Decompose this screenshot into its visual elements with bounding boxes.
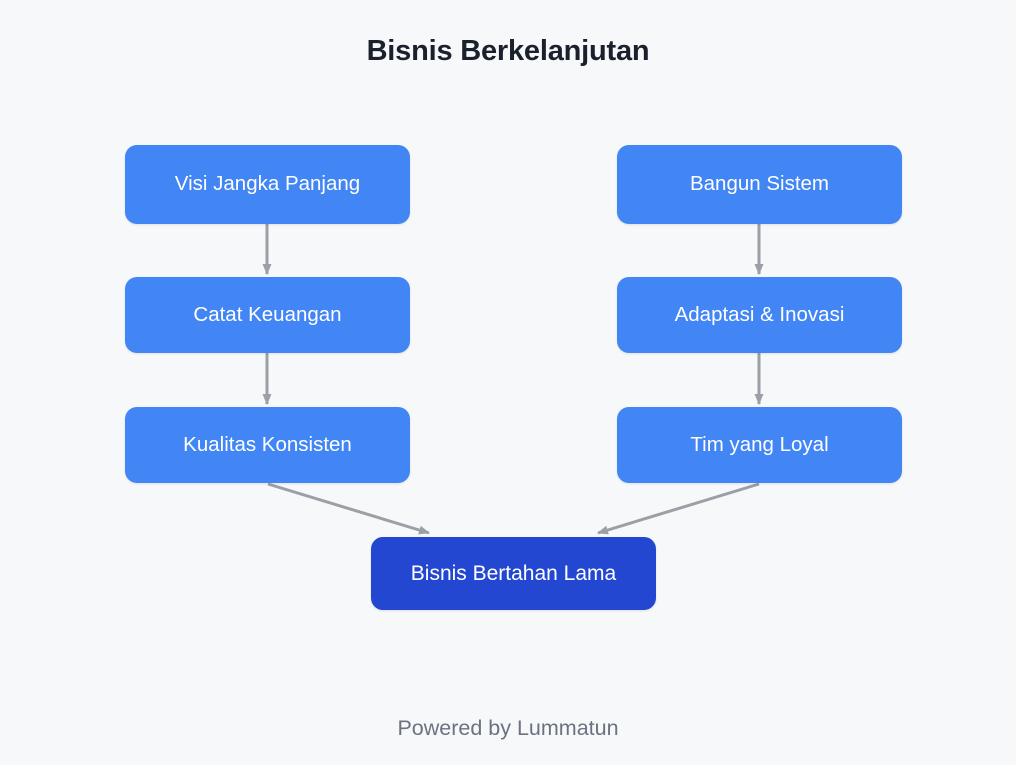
edge-kualitas-to-outcome (267, 482, 430, 535)
node-bisnis-bertahan-lama[interactable]: Bisnis Bertahan Lama (371, 537, 656, 610)
node-adaptasi-inovasi[interactable]: Adaptasi & Inovasi (617, 277, 902, 353)
node-label: Bangun Sistem (689, 172, 830, 196)
node-tim-yang-loyal[interactable]: Tim yang Loyal (617, 407, 902, 483)
edge-tim-to-outcome (597, 482, 760, 535)
footer-attribution: Powered by Lummatun (397, 716, 619, 740)
node-label: Visi Jangka Panjang (174, 172, 361, 196)
node-label: Adaptasi & Inovasi (674, 302, 845, 326)
node-catat-keuangan[interactable]: Catat Keuangan (125, 277, 410, 353)
node-label: Catat Keuangan (193, 302, 342, 326)
node-label: Kualitas Konsisten (183, 432, 352, 456)
node-label: Bisnis Bertahan Lama (410, 561, 617, 585)
page-title: Bisnis Berkelanjutan (366, 35, 650, 67)
node-label: Tim yang Loyal (690, 432, 829, 456)
node-kualitas-konsisten[interactable]: Kualitas Konsisten (125, 407, 410, 483)
node-visi-jangka-panjang[interactable]: Visi Jangka Panjang (125, 145, 410, 224)
node-bangun-sistem[interactable]: Bangun Sistem (617, 145, 902, 224)
